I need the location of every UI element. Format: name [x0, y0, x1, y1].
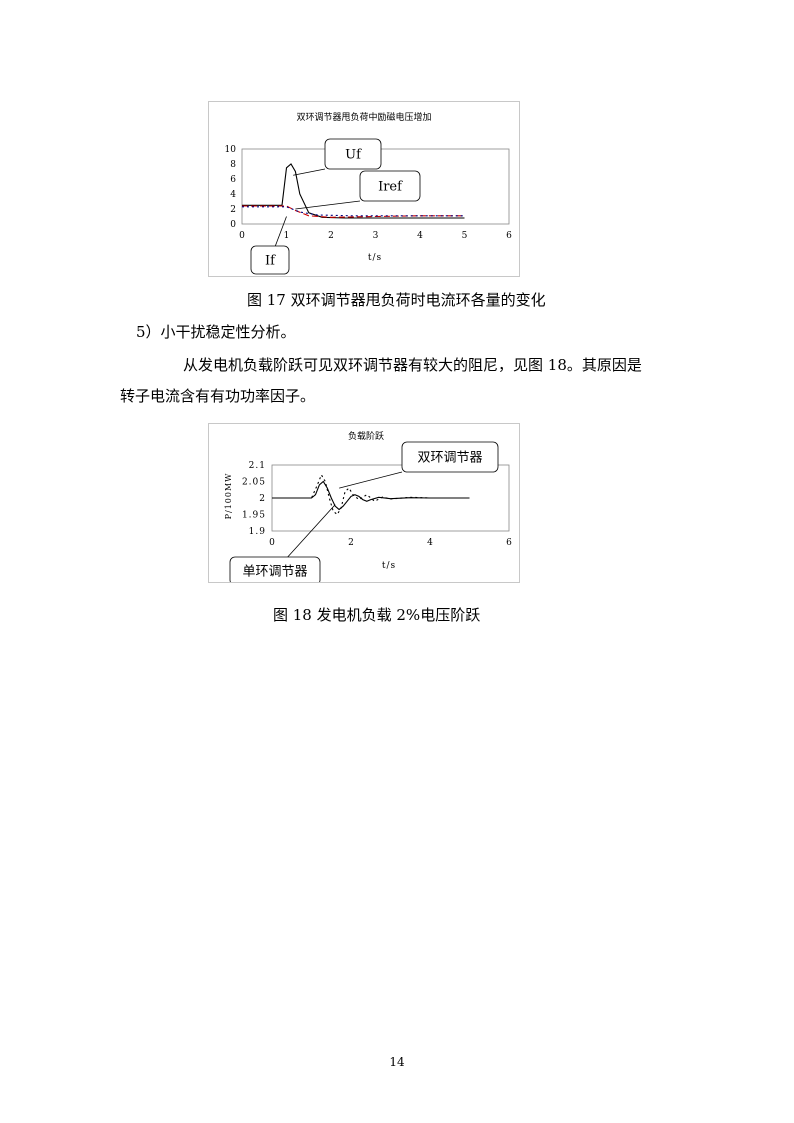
figure-18-chart: 负载阶跃 1.9 1.95 2 2.05 2.1 0 2 4 6 t/s P/100MW 双环调节器单环… — [224, 430, 512, 582]
x-tick-label: 2 — [328, 231, 334, 241]
series-line-1 — [242, 163, 465, 219]
y-tick-label: 4 — [230, 190, 236, 200]
callout-uf-pointer — [293, 168, 326, 176]
y-tick-label: 2 — [259, 494, 266, 504]
series-line-1 — [272, 480, 470, 511]
callout-single-loop-label: 单环调节器 — [242, 565, 307, 580]
x-tick-label: 4 — [427, 538, 433, 548]
y-tick-label: 2.1 — [249, 461, 266, 471]
callout-iref-box — [359, 170, 421, 202]
x-tick-label: 3 — [373, 231, 379, 241]
figure-17-caption: 图 17 双环调节器甩负荷时电流环各量的变化 — [247, 291, 546, 309]
x-tick-label: 1 — [284, 231, 290, 241]
callout-uf-label: Uf — [345, 148, 362, 163]
callout-iref-pointer — [295, 200, 361, 210]
y-tick-label: 10 — [225, 145, 237, 155]
callout-uf-box — [324, 138, 382, 170]
x-tick-label: 4 — [417, 231, 423, 241]
chart-title: 双环调节器甩负荷中励磁电压增加 — [296, 111, 431, 123]
callout-dual-loop-pointer — [339, 471, 403, 489]
y-tick-label: 2.05 — [242, 478, 266, 488]
figure-18-caption: 图 18 发电机负载 2%电压阶跃 — [273, 606, 481, 624]
y-tick-label: 2 — [230, 205, 236, 215]
chart-title: 负载阶跃 — [348, 430, 384, 442]
callout-iref-label: Iref — [378, 180, 403, 195]
callout-single-loop-box — [229, 556, 321, 582]
x-tick-label: 6 — [506, 538, 512, 548]
y-tick-label: 8 — [230, 160, 236, 170]
x-axis-label: t/s — [382, 561, 396, 571]
figure-18-frame: 负载阶跃 1.9 1.95 2 2.05 2.1 0 2 4 6 t/s P/100MW 双环调节器单环… — [208, 423, 520, 583]
x-tick-label: 0 — [239, 231, 245, 241]
callout-if-label: If — [265, 254, 276, 269]
paragraph-line-1: 从发电机负载阶跃可见双环调节器有较大的阻尼，见图 18。其原因是 — [183, 356, 642, 374]
y-tick-label: 6 — [230, 175, 236, 185]
section-heading: 5）小干扰稳定性分析。 — [136, 323, 296, 341]
series-line-2 — [272, 473, 470, 516]
callout-dual-loop-box — [401, 441, 499, 473]
x-axis-label: t/s — [368, 253, 382, 263]
x-tick-label: 5 — [462, 231, 468, 241]
y-tick-label: 1.9 — [249, 527, 266, 537]
callout-if-box — [250, 245, 290, 275]
paragraph-line-2: 转子电流含有有功功率因子。 — [120, 387, 316, 405]
series-line-3 — [242, 206, 465, 217]
y-tick-label: 0 — [230, 220, 236, 230]
page-number: 14 — [389, 1055, 405, 1069]
x-tick-label: 6 — [506, 231, 512, 241]
x-tick-label: 2 — [348, 538, 354, 548]
y-tick-label: 1.95 — [242, 511, 266, 521]
callout-dual-loop-label: 双环调节器 — [417, 451, 482, 466]
x-tick-label: 0 — [269, 538, 275, 548]
y-axis-label: P/100MW — [224, 473, 233, 520]
